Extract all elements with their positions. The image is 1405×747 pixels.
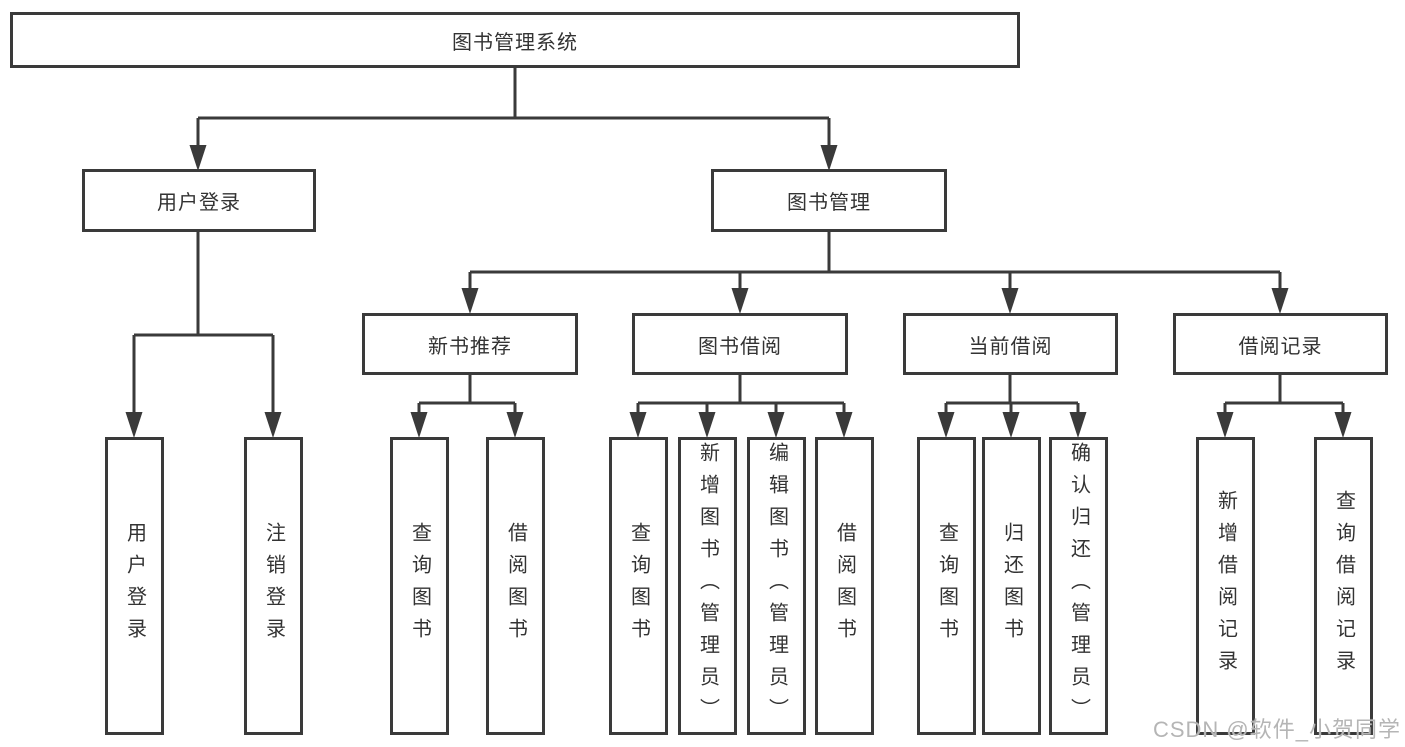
leaf-add-books-admin: 新增图书（管理员） xyxy=(678,437,737,735)
arrowhead xyxy=(835,412,853,438)
leaf-return-books: 归还图书 xyxy=(982,437,1041,735)
leaf-label: 新增借阅记录 xyxy=(1214,490,1237,682)
connector-current-children xyxy=(937,375,1087,438)
leaf-label: 借阅图书 xyxy=(504,522,527,650)
watermark: CSDN @软件_小贺同学 xyxy=(1152,717,1401,742)
connector-login-children xyxy=(125,232,282,438)
arrowhead xyxy=(698,412,716,438)
leaf-label: 查询借阅记录 xyxy=(1332,490,1355,682)
leaf-query-books-1: 查询图书 xyxy=(390,437,449,735)
leaf-borrow-books-1: 借阅图书 xyxy=(486,437,545,735)
leaf-label: 用户登录 xyxy=(123,522,146,650)
arrowhead xyxy=(189,145,207,171)
arrowhead xyxy=(731,288,749,314)
leaf-confirm-return-admin: 确认归还（管理员） xyxy=(1049,437,1108,735)
leaf-label: 查询图书 xyxy=(408,522,431,650)
leaf-label: 新增图书（管理员） xyxy=(696,442,719,730)
connector-newbook-children xyxy=(410,375,524,438)
arrowhead xyxy=(1002,412,1020,438)
node-book-management: 图书管理 xyxy=(711,169,947,232)
arrowhead xyxy=(1069,412,1087,438)
node-new-book-recommend: 新书推荐 xyxy=(362,313,578,375)
arrowhead xyxy=(1334,412,1352,438)
arrowhead xyxy=(1001,288,1019,314)
leaf-label: 查询图书 xyxy=(627,522,650,650)
leaf-add-borrow-record: 新增借阅记录 xyxy=(1196,437,1255,735)
node-book-borrow: 图书借阅 xyxy=(632,313,848,375)
arrowhead xyxy=(629,412,647,438)
arrowhead xyxy=(410,412,428,438)
leaf-label: 归还图书 xyxy=(1000,522,1023,650)
arrowhead xyxy=(506,412,524,438)
arrowhead xyxy=(820,145,838,171)
leaf-edit-books-admin: 编辑图书（管理员） xyxy=(747,437,806,735)
leaf-logout: 注销登录 xyxy=(244,437,303,735)
arrowhead xyxy=(461,288,479,314)
arrowhead xyxy=(937,412,955,438)
leaf-label: 借阅图书 xyxy=(833,522,856,650)
leaf-label: 确认归还（管理员） xyxy=(1067,442,1090,730)
connector-borrow-children xyxy=(629,375,853,438)
leaf-user-login: 用户登录 xyxy=(105,437,164,735)
node-user-login: 用户登录 xyxy=(82,169,316,232)
leaf-query-borrow-record: 查询借阅记录 xyxy=(1314,437,1373,735)
connector-records-children xyxy=(1216,375,1352,438)
leaf-query-books-2: 查询图书 xyxy=(609,437,668,735)
arrowhead xyxy=(1271,288,1289,314)
leaf-borrow-books-2: 借阅图书 xyxy=(815,437,874,735)
leaf-label: 注销登录 xyxy=(262,522,285,650)
connector-management-children xyxy=(461,232,1289,314)
arrowhead xyxy=(264,412,282,438)
arrowhead xyxy=(1216,412,1234,438)
node-current-borrow: 当前借阅 xyxy=(903,313,1118,375)
leaf-label: 编辑图书（管理员） xyxy=(765,442,788,730)
node-book-management-system: 图书管理系统 xyxy=(10,12,1020,68)
arrowhead xyxy=(125,412,143,438)
connector-root-to-level2 xyxy=(189,68,838,171)
arrowhead xyxy=(767,412,785,438)
leaf-label: 查询图书 xyxy=(935,522,958,650)
leaf-query-books-3: 查询图书 xyxy=(917,437,976,735)
node-borrow-records: 借阅记录 xyxy=(1173,313,1388,375)
